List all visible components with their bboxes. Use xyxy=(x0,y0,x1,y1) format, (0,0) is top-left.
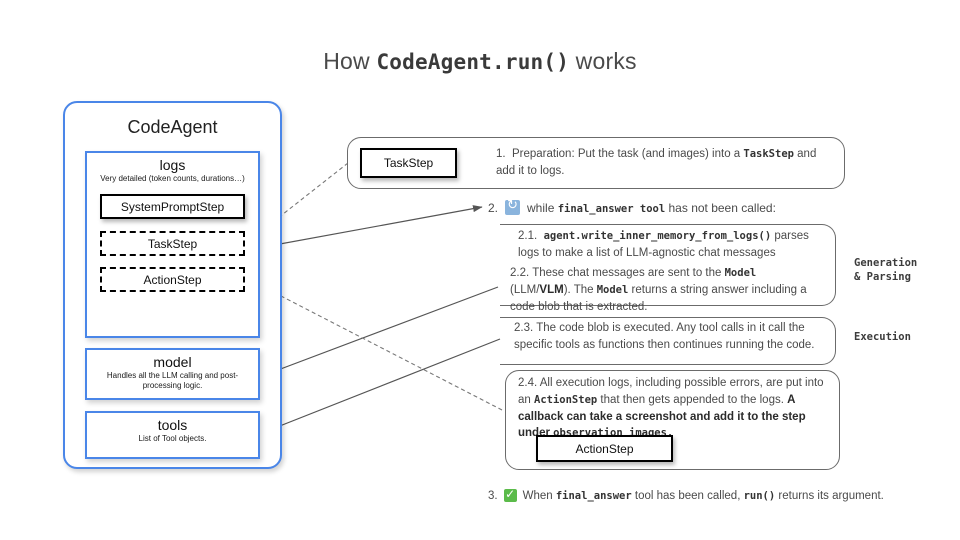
step3-text-a: When xyxy=(522,489,556,502)
step24-actionstep-box: ActionStep xyxy=(536,435,673,462)
step1-text-a: Preparation: Put the task (and images) i… xyxy=(511,148,744,160)
label-execution: Execution xyxy=(854,331,911,343)
tools-subtitle: List of Tool objects. xyxy=(138,434,207,444)
step23-text-a: The code blob is executed. Any tool call… xyxy=(514,322,815,351)
step3-text-b: tool has been called, xyxy=(631,489,744,502)
step22-text-b: (LLM/ xyxy=(510,283,540,296)
title-prefix: How xyxy=(323,48,377,74)
step2-text-b: has not been called: xyxy=(665,200,776,215)
arrow-logs-to-step2 xyxy=(257,205,483,249)
title-suffix: works xyxy=(569,48,637,74)
step1-text-b: and add it to logs. xyxy=(496,148,817,177)
step21-code-a: agent.write_inner_memory_from_logs() xyxy=(543,230,772,242)
step1-taskstep-box: TaskStep xyxy=(360,148,457,178)
model-title: model xyxy=(153,354,192,370)
log-entry-systempromptstep: SystemPromptStep xyxy=(100,194,245,219)
label-generation-parsing: Generation & Parsing xyxy=(854,256,917,284)
step24-text: 2.4. All execution logs, including possi… xyxy=(518,375,828,442)
step23-text: 2.3. The code blob is executed. Any tool… xyxy=(514,320,826,354)
step3-code-a: final_answer xyxy=(555,489,632,502)
tools-title: tools xyxy=(157,417,188,433)
step22-text-d: returns a string answer including a code… xyxy=(510,283,807,313)
step3-line: 3. When final_answer tool has been calle… xyxy=(488,487,884,502)
step24-code-a: ActionStep xyxy=(534,393,598,406)
label-generation-line2: & Parsing xyxy=(854,271,911,284)
step2-text-a: while xyxy=(527,200,558,215)
arrow-step23-to-tools xyxy=(261,338,501,434)
arrow-step22-to-model xyxy=(261,286,499,377)
title-code: CodeAgent.run() xyxy=(376,50,570,74)
step22-code-a: Model xyxy=(724,267,757,279)
step1-text: 1. Preparation: Put the task (and images… xyxy=(496,146,836,179)
step3-number: 3. xyxy=(488,489,498,502)
step3-code-b: run() xyxy=(743,489,776,502)
step1-code-a: TaskStep xyxy=(743,148,794,160)
step2-code-a: final_answer tool xyxy=(557,202,666,215)
codeagent-title: CodeAgent xyxy=(127,117,218,137)
model-subtitle: Handles all the LLM calling and post-pro… xyxy=(106,371,239,391)
step21-text: 2.1. agent.write_inner_memory_from_logs(… xyxy=(518,228,823,262)
logs-title: logs xyxy=(159,157,186,173)
step21-number: 2.1. xyxy=(518,230,538,242)
log-entry-taskstep: TaskStep xyxy=(100,231,245,256)
page-title: How CodeAgent.run() works xyxy=(0,48,960,75)
step22-text-c: ). The xyxy=(563,283,597,296)
step24-text-a: All execution logs, including possible e… xyxy=(518,377,824,406)
step2-number: 2. xyxy=(488,200,499,215)
step24-text-b: that then gets appended to the logs. xyxy=(597,393,788,406)
step24-bold-b: A callback can take a screenshot and add… xyxy=(518,393,806,440)
step22-text: 2.2. These chat messages are sent to the… xyxy=(510,265,820,315)
log-entry-actionstep: ActionStep xyxy=(100,267,245,292)
green-check-icon xyxy=(503,487,517,502)
step22-number: 2.2. xyxy=(510,267,530,279)
step22-code-b: Model xyxy=(596,283,629,296)
label-generation-line1: Generation xyxy=(854,257,918,269)
step22-bold-b: VLM xyxy=(539,283,564,296)
execution-brace xyxy=(500,317,836,365)
step21-text-a: parses logs to make a list of LLM-agnost… xyxy=(518,230,809,259)
step22-text-a: These chat messages are sent to the xyxy=(532,267,725,279)
step2-text: while final_answer tool has not been cal… xyxy=(527,201,776,215)
step3-text-c: returns its argument. xyxy=(775,489,884,502)
tools-box: tools List of Tool objects. xyxy=(85,411,260,459)
step23-number: 2.3. xyxy=(514,322,534,334)
step3-text: When final_answer tool has been called, … xyxy=(523,490,884,502)
model-box: model Handles all the LLM calling and po… xyxy=(85,348,260,400)
step1-number: 1. xyxy=(496,148,506,160)
arrow-dashed-step24-to-actionstep xyxy=(249,279,503,411)
step24-number: 2.4. xyxy=(518,377,538,389)
logs-subtitle: Very detailed (token counts, durations…) xyxy=(100,174,245,184)
step2-header: 2. while final_answer tool has not been … xyxy=(488,198,776,215)
generation-parsing-brace xyxy=(500,224,836,306)
loop-arrows-icon xyxy=(505,198,521,215)
